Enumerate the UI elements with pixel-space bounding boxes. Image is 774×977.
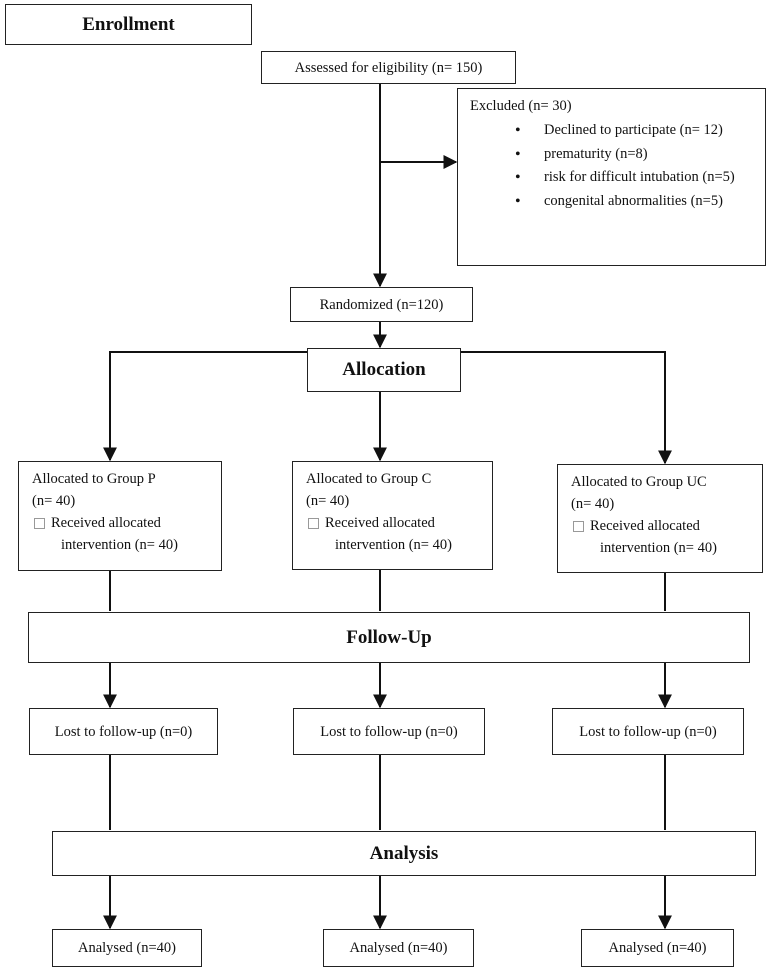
excluded-title: Excluded (n= 30) <box>470 98 572 114</box>
assessed-box: Assessed for eligibility (n= 150) <box>261 51 516 84</box>
analysis-header: Analysis <box>52 831 756 876</box>
excluded-item: risk for difficult intubation (n=5) <box>470 166 765 190</box>
group-p-received: Received allocated <box>51 515 161 531</box>
followup-title: Follow-Up <box>346 626 432 648</box>
connector-allocation-right <box>461 351 672 465</box>
lost-followup-p: Lost to follow-up (n=0) <box>29 708 218 755</box>
analysed-label: Analysed (n=40) <box>349 940 448 956</box>
connector-allocation-left <box>103 351 307 462</box>
assessed-label: Assessed for eligibility (n= 150) <box>294 59 483 76</box>
checkbox-icon <box>34 518 45 529</box>
randomized-label: Randomized (n=120) <box>319 296 444 313</box>
excluded-item: prematurity (n=8) <box>470 143 765 167</box>
group-c-intervention: intervention (n= 40) <box>335 537 452 553</box>
analysed-label: Analysed (n=40) <box>78 940 176 956</box>
group-p-intervention: intervention (n= 40) <box>61 537 178 553</box>
allocation-header: Allocation <box>307 348 461 392</box>
checkbox-icon <box>573 521 584 532</box>
group-uc-received: Received allocated <box>590 518 700 534</box>
excluded-item: Declined to participate (n= 12) <box>470 119 765 143</box>
group-uc-name: Allocated to Group UC <box>571 474 707 490</box>
enrollment-title: Enrollment <box>82 13 175 35</box>
group-c-name: Allocated to Group C <box>306 471 432 487</box>
lost-followup-label: Lost to follow-up (n=0) <box>54 723 193 740</box>
lost-followup-label: Lost to follow-up (n=0) <box>320 723 458 740</box>
analysis-title: Analysis <box>369 842 439 864</box>
excluded-list: Declined to participate (n= 12) prematur… <box>470 119 765 213</box>
followup-header: Follow-Up <box>28 612 750 663</box>
analysed-c: Analysed (n=40) <box>323 929 474 967</box>
lost-followup-label: Lost to follow-up (n=0) <box>579 723 717 740</box>
analysed-p: Analysed (n=40) <box>52 929 202 967</box>
analysed-label: Analysed (n=40) <box>608 940 707 956</box>
analysed-uc: Analysed (n=40) <box>581 929 734 967</box>
group-c-received: Received allocated <box>325 515 435 531</box>
group-uc-box: Allocated to Group UC (n= 40) Received a… <box>557 464 763 573</box>
group-uc-n: (n= 40) <box>571 496 615 512</box>
enrollment-header: Enrollment <box>5 4 252 45</box>
lost-followup-uc: Lost to follow-up (n=0) <box>552 708 744 755</box>
allocation-title: Allocation <box>342 359 426 380</box>
lost-followup-c: Lost to follow-up (n=0) <box>293 708 485 755</box>
group-c-n: (n= 40) <box>306 493 350 509</box>
excluded-box: Excluded (n= 30) Declined to participate… <box>457 88 766 266</box>
group-p-box: Allocated to Group P (n= 40) Received al… <box>18 461 222 571</box>
group-c-box: Allocated to Group C (n= 40) Received al… <box>292 461 493 570</box>
randomized-box: Randomized (n=120) <box>290 287 473 322</box>
checkbox-icon <box>308 518 319 529</box>
excluded-item: congenital abnormalities (n=5) <box>470 190 765 214</box>
group-p-name: Allocated to Group P <box>32 471 156 487</box>
group-p-n: (n= 40) <box>32 493 76 509</box>
group-uc-intervention: intervention (n= 40) <box>600 540 717 556</box>
